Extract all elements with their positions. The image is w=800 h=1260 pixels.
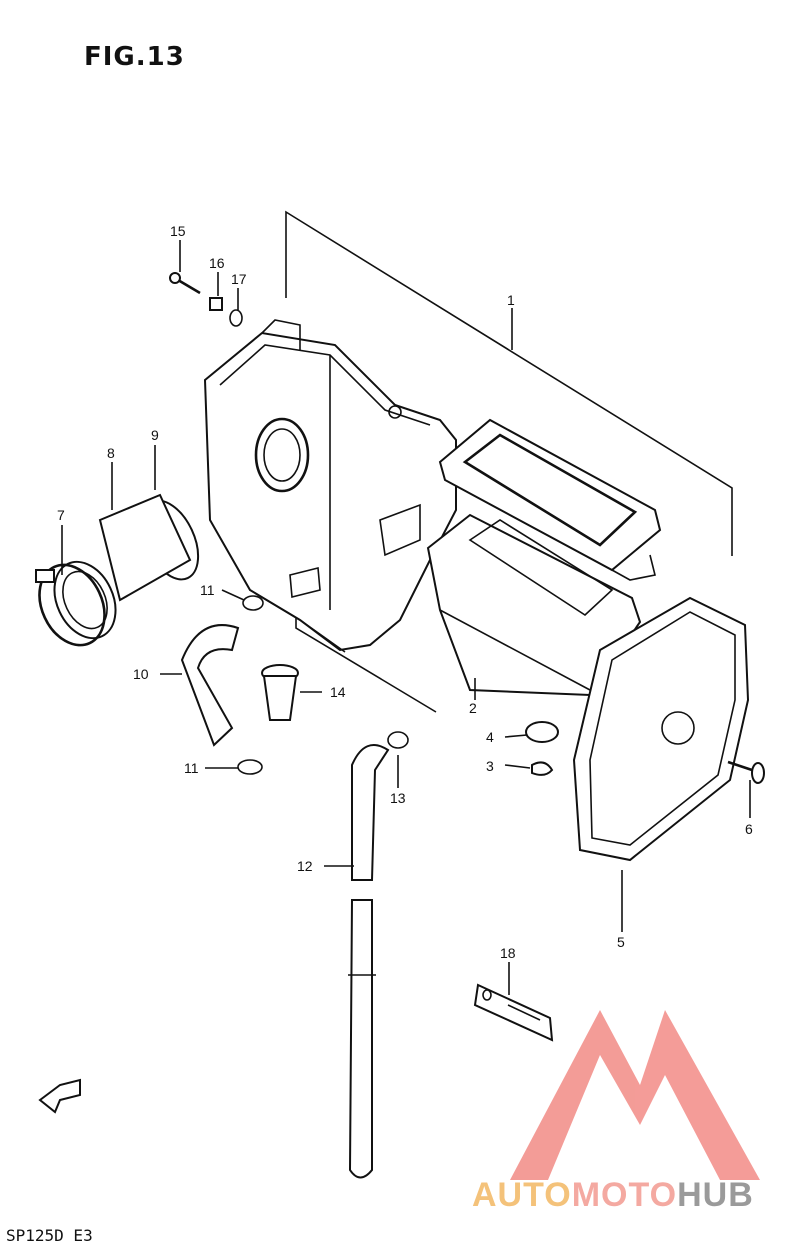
brand-part-auto: AUTO [472,1176,572,1214]
hose-clamp-upper [242,595,264,611]
part-label-3: 3 [486,758,494,774]
part-label-9: 9 [151,427,159,443]
part-label-5: 5 [617,934,625,950]
part-label-11-lower: 11 [184,760,199,776]
part-label-11-upper: 11 [200,582,215,598]
assembly-bracket [285,210,733,556]
part-label-16: 16 [209,255,225,271]
air-cleaner-case [203,319,457,713]
clamp-plate [473,983,554,1042]
drain-tube [348,744,390,1179]
brand-part-moto: MOTO [571,1176,678,1214]
front-arrow-icon [38,1078,81,1114]
leader-lines [61,240,751,995]
part-label-13: 13 [390,790,406,806]
filter-frame [438,418,662,581]
case-nut [209,297,223,311]
part-label-17: 17 [231,271,247,287]
part-label-1: 1 [507,292,515,308]
breather-hose [180,624,240,747]
part-label-6: 6 [745,821,753,837]
part-label-2: 2 [469,700,477,716]
part-label-14: 14 [330,684,346,700]
part-label-4: 4 [486,729,494,745]
cover-screw [727,760,765,784]
grommet [525,721,559,743]
watermark-logo-icon [510,1010,760,1180]
drain-clamp [387,731,409,749]
intake-tube [35,493,200,647]
air-cleaner-cover [572,596,750,862]
case-bolt [169,272,201,295]
part-label-18: 18 [500,945,516,961]
model-code: SP125D E3 [6,1226,93,1245]
figure-title: FIG.13 [84,42,185,72]
clip [531,761,554,776]
part-label-15: 15 [170,223,186,239]
brand-part-hub: HUB [677,1176,754,1214]
drain-valve [261,664,299,721]
part-label-10: 10 [133,666,149,682]
part-label-8: 8 [107,445,115,461]
part-label-7: 7 [57,507,65,523]
part-label-12: 12 [297,858,313,874]
case-washer [229,309,243,327]
hose-clamp-lower [237,759,263,775]
watermark-brand: AUTOMOTOHUB [472,1176,754,1215]
